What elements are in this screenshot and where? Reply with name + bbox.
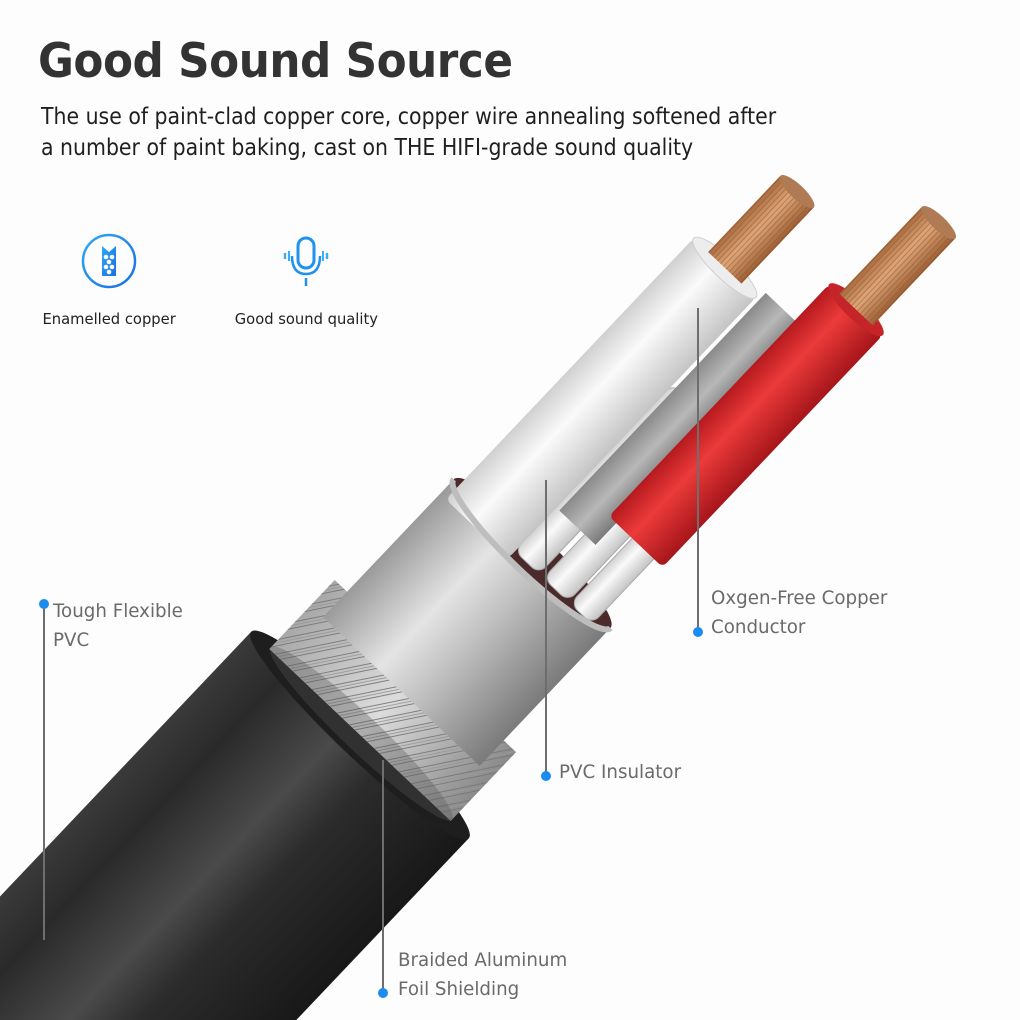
white-conductor bbox=[448, 175, 815, 557]
foil-lip bbox=[449, 477, 613, 633]
feature-enamelled-copper: Enamelled copper bbox=[34, 232, 184, 328]
red-conductor bbox=[611, 205, 956, 565]
callout-dot bbox=[378, 988, 388, 998]
page-subtitle: The use of paint-clad copper core, coppe… bbox=[41, 102, 895, 164]
subtitle-line-2: a number of paint baking, cast on THE HI… bbox=[41, 135, 694, 161]
feature-label: Good sound quality bbox=[234, 310, 378, 328]
callout-leader-line bbox=[545, 480, 547, 776]
callout-jacket-label: Tough Flexible PVC bbox=[53, 600, 183, 651]
callout-leader-line bbox=[43, 604, 45, 940]
subtitle-line-1: The use of paint-clad copper core, coppe… bbox=[41, 104, 777, 130]
callout-dot bbox=[693, 627, 703, 637]
callout-insulator-label: PVC Insulator bbox=[559, 761, 682, 783]
enamelled-copper-icon bbox=[81, 233, 137, 289]
callout-shielding-label: Braided Aluminum Foil Shielding bbox=[398, 949, 568, 1000]
gray-conductor bbox=[559, 292, 803, 545]
page-title: Good Sound Source bbox=[38, 34, 513, 89]
callout-leader-line bbox=[382, 760, 384, 993]
callout-dot bbox=[541, 771, 551, 781]
callout-dot bbox=[39, 599, 49, 609]
feature-label: Enamelled copper bbox=[42, 310, 176, 328]
braided-shield bbox=[269, 580, 517, 822]
microphone-icon bbox=[283, 236, 329, 286]
callout-conductor-label: Oxgen-Free Copper Conductor bbox=[711, 587, 888, 638]
feature-good-sound-quality: Good sound quality bbox=[226, 232, 386, 328]
callout-leader-line bbox=[697, 308, 699, 632]
